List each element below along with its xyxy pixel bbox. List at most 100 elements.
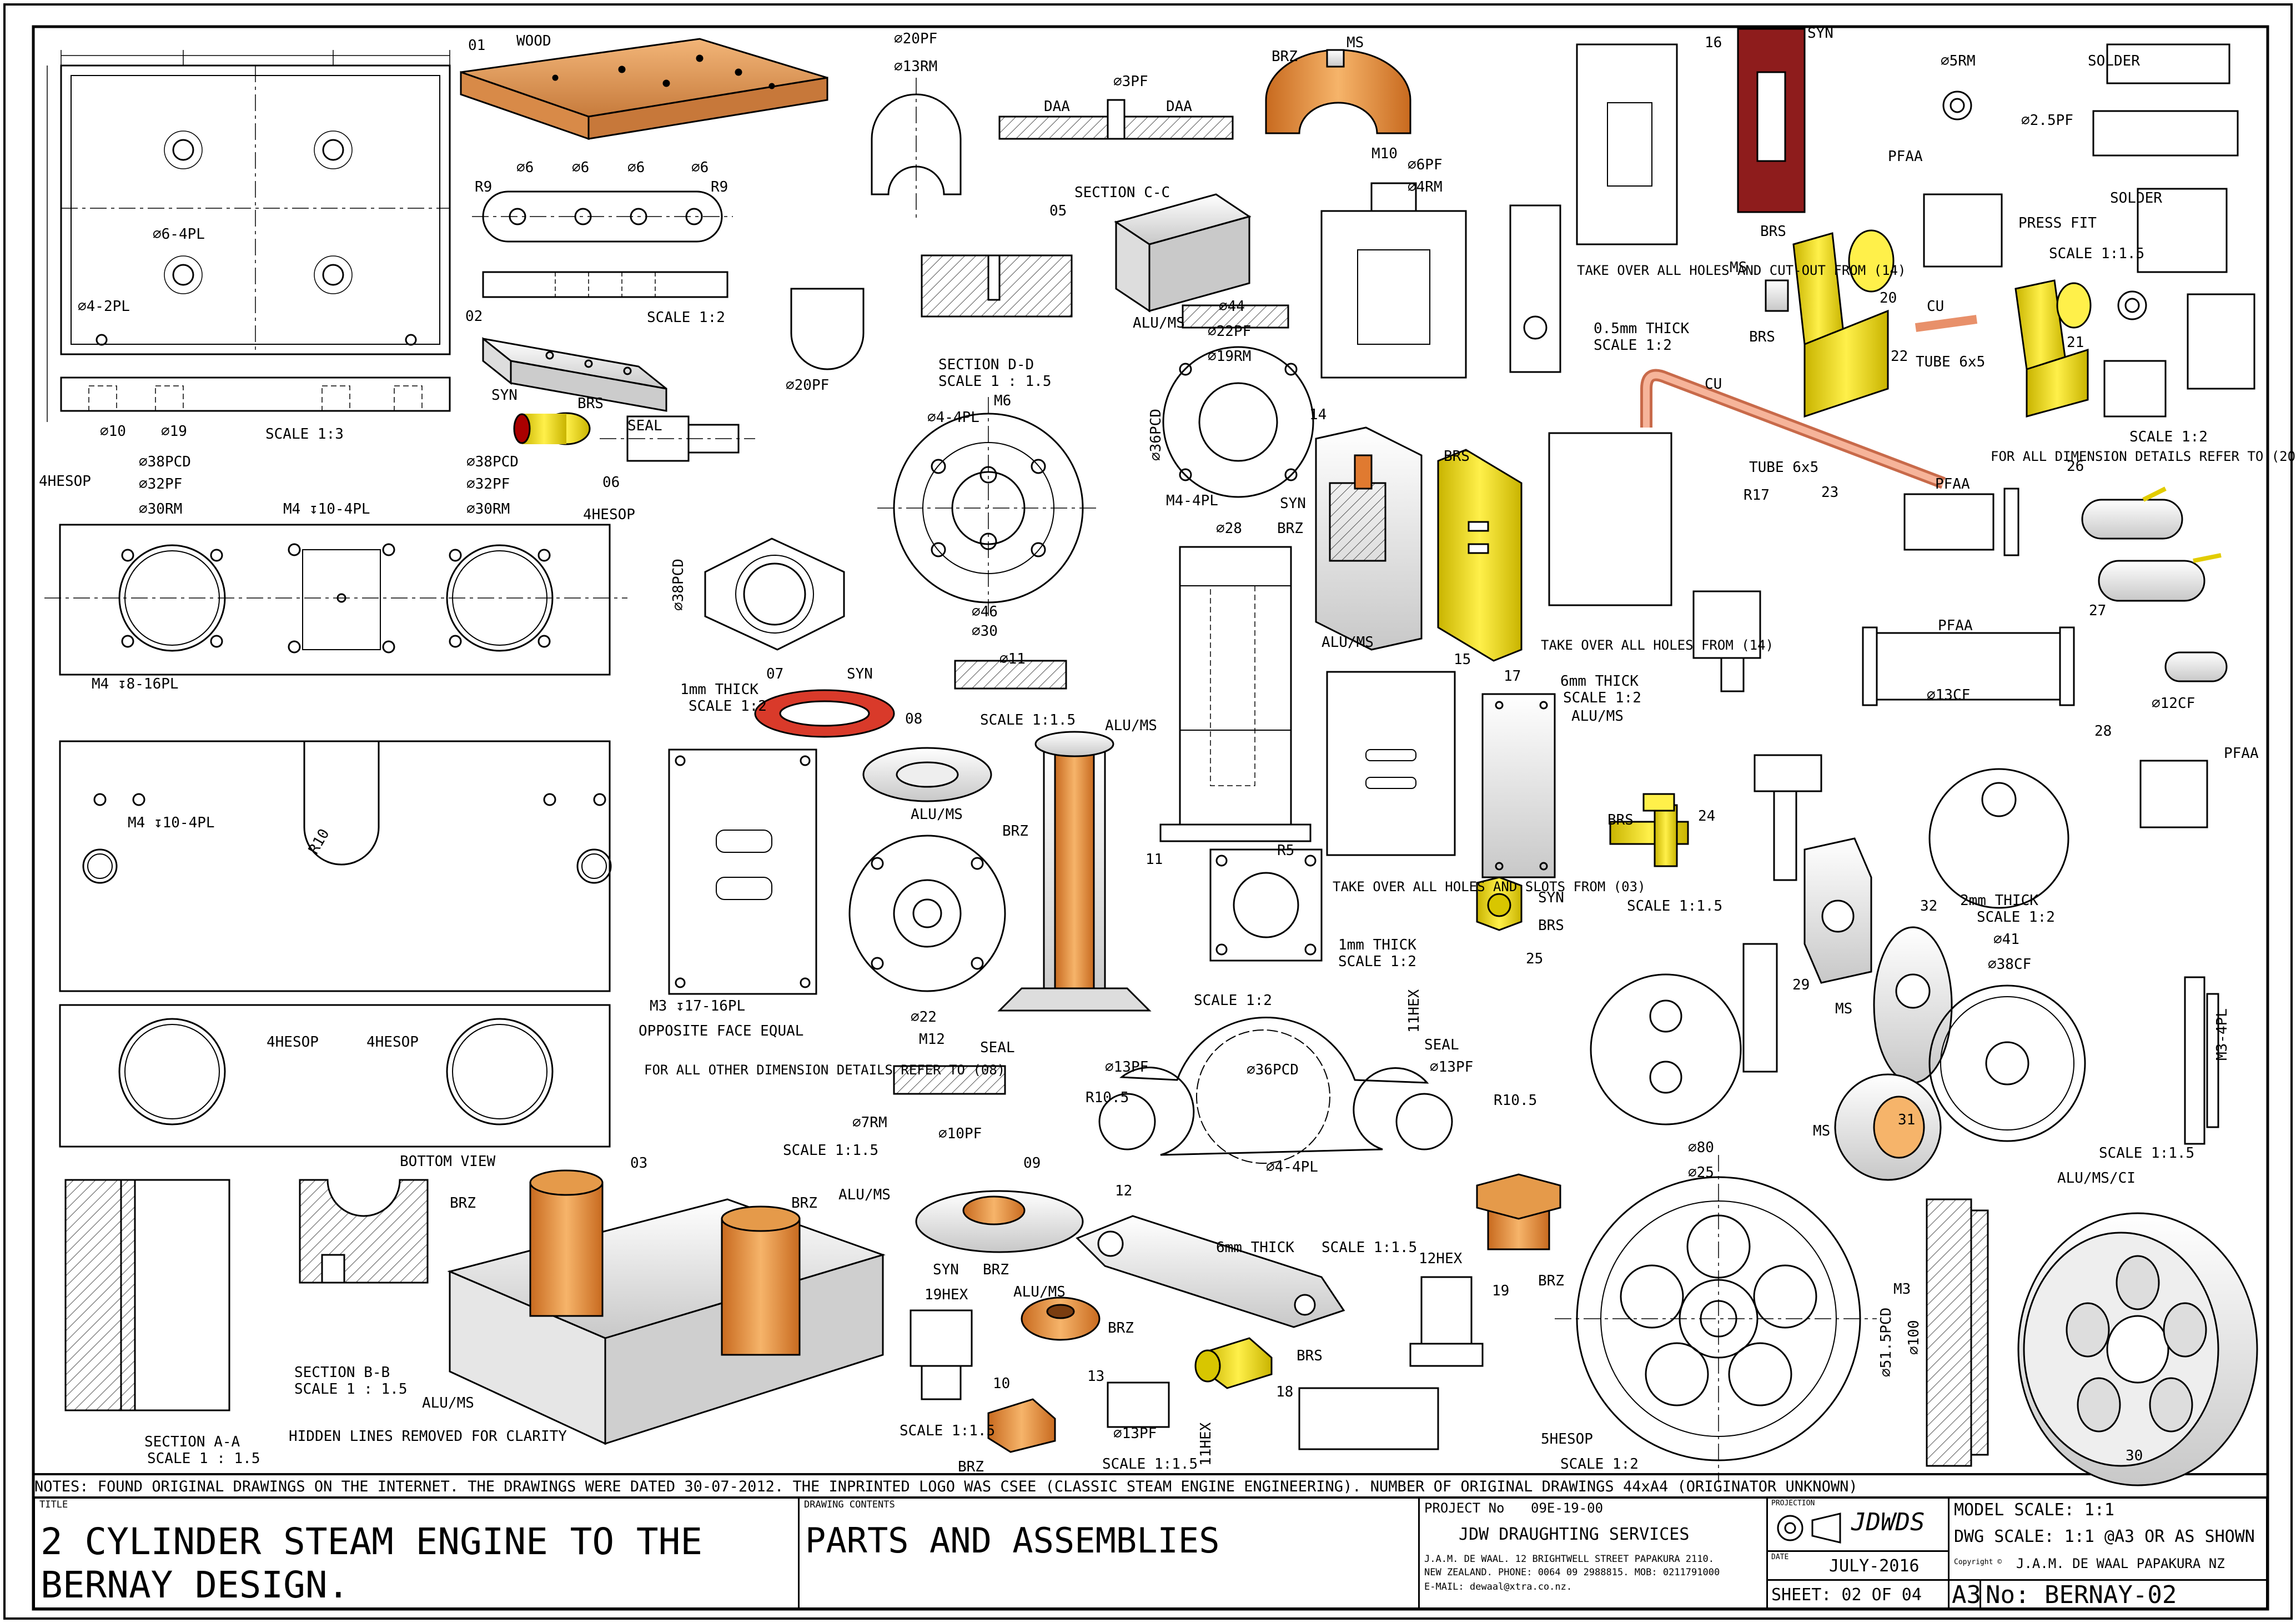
eccentric-side bbox=[1742, 943, 2219, 1145]
label-p13: 13 bbox=[1087, 1368, 1104, 1385]
label-sc115g: SCALE 1:1.5 bbox=[1322, 1239, 1417, 1256]
label-sc115c: SCALE 1:1.5 bbox=[980, 712, 1076, 728]
label-brz03b: BRZ bbox=[791, 1195, 817, 1212]
email: E-MAIL: dewaal@xtra.co.nz. bbox=[1424, 1581, 1572, 1592]
label-opposite: OPPOSITE FACE EQUAL bbox=[639, 1023, 803, 1039]
label-r9a: R9 bbox=[475, 179, 492, 195]
label-d6-4pl: ∅6-4PL bbox=[153, 226, 205, 243]
model-scale: MODEL SCALE: 1:1 bbox=[1954, 1500, 2114, 1520]
valve-flange-plan bbox=[877, 397, 1099, 619]
label-m3b: M3 bbox=[1893, 1281, 1911, 1298]
label-seal25: SEAL bbox=[1424, 1037, 1459, 1053]
label-syn-nut: SYN bbox=[1538, 890, 1564, 906]
label-d5rm: ∅5RM bbox=[1941, 53, 1976, 69]
label-d10: ∅10 bbox=[100, 423, 126, 440]
label-m4-8: M4 ↧8-16PL bbox=[92, 676, 179, 692]
connecting-rod-iso bbox=[1076, 1215, 1345, 1328]
label-takeover3: TAKE OVER ALL HOLES AND SLOTS FROM (03) bbox=[1333, 879, 1646, 895]
brass-fitting-13 bbox=[1194, 1337, 1273, 1389]
paper-size: A3 bbox=[1952, 1581, 1981, 1609]
label-d13cf: ∅13CF bbox=[1927, 687, 1970, 704]
label-sc12a: SCALE 1:2 bbox=[647, 309, 725, 326]
fitting-18-plan bbox=[910, 1276, 1484, 1450]
label-hex19: 19HEX bbox=[925, 1287, 968, 1303]
label-thick1b: 1mm THICK bbox=[1338, 937, 1416, 953]
label-r10-5a: R10.5 bbox=[1086, 1089, 1129, 1106]
label-p06: 06 bbox=[602, 474, 620, 491]
label-p09: 09 bbox=[1023, 1155, 1041, 1172]
base-plate-side bbox=[60, 376, 451, 412]
label-d13pf2: ∅13PF bbox=[1430, 1059, 1473, 1076]
label-syn09: SYN bbox=[933, 1262, 959, 1278]
valve-chest-section-iso bbox=[1315, 426, 1423, 651]
label-hesop4: 4HESOP bbox=[366, 1034, 419, 1051]
label-bottom: BOTTOM VIEW bbox=[400, 1153, 496, 1170]
outer-border bbox=[3, 3, 2293, 1620]
projection-label: PROJECTION bbox=[1771, 1499, 1815, 1508]
label-d80: ∅80 bbox=[1688, 1139, 1714, 1156]
label-secBB: SECTION B-B bbox=[294, 1364, 390, 1381]
label-alums-cyl: ALU/MS bbox=[911, 806, 963, 823]
label-d100: ∅100 bbox=[1906, 1320, 1922, 1355]
label-alums03: ALU/MS bbox=[422, 1395, 474, 1411]
label-d32pf2: ∅32PF bbox=[466, 476, 510, 493]
flange-small bbox=[704, 537, 845, 651]
base-plate-plan bbox=[47, 50, 451, 422]
label-p28: 28 bbox=[2094, 723, 2112, 740]
bracket-20-views bbox=[1923, 43, 2255, 418]
label-secDD: SECTION D-D bbox=[938, 356, 1034, 373]
crosshead-iso bbox=[1114, 193, 1252, 313]
label-thick6: 6mm THICK bbox=[1560, 673, 1639, 690]
label-sc115i: SCALE 1 : 1.5 bbox=[294, 1381, 408, 1398]
label-pfaa1: PFAA bbox=[1888, 148, 1923, 165]
tee-fitting-plan bbox=[1692, 590, 1822, 881]
label-alums12: ALU/MS bbox=[1013, 1284, 1066, 1300]
label-m10: M10 bbox=[1371, 145, 1398, 162]
pivot-bar-iso bbox=[482, 336, 667, 412]
flange-plan-08 bbox=[848, 835, 1006, 992]
label-ms1: MS bbox=[1730, 259, 1747, 276]
label-syn07: SYN bbox=[847, 666, 873, 682]
label-brz19: BRZ bbox=[1538, 1273, 1564, 1289]
label-d13pf3: ∅13PF bbox=[1113, 1425, 1157, 1442]
label-p30: 30 bbox=[2126, 1448, 2143, 1464]
label-p02: 02 bbox=[465, 308, 483, 325]
label-thick05: 0.5mm THICK bbox=[1594, 320, 1690, 337]
label-cu1: CU bbox=[1927, 298, 1944, 315]
label-d6c: ∅6 bbox=[627, 159, 645, 176]
label-r5: R5 bbox=[1277, 842, 1294, 859]
label-p17: 17 bbox=[1504, 668, 1521, 685]
label-alums1: ALU/MS bbox=[1133, 315, 1185, 331]
label-brz-cyl: BRZ bbox=[1002, 823, 1028, 840]
flywheel-section bbox=[1926, 1198, 1989, 1467]
label-brs06: BRS bbox=[577, 395, 604, 412]
label-sc12h: SCALE 1:2 bbox=[1977, 909, 2055, 926]
flywheel-plan bbox=[1555, 1155, 1877, 1483]
label-alums09: ALU/MS bbox=[838, 1187, 891, 1203]
drawing-scale: DWG SCALE: 1:1 @A3 OR AS SHOWN bbox=[1954, 1527, 2255, 1546]
label-secCC: SECTION C-C bbox=[1074, 184, 1170, 201]
label-p16: 16 bbox=[1705, 34, 1722, 51]
company-cell: PROJECT No 09E-19-00 JDW DRAUGHTING SERV… bbox=[1418, 1496, 1768, 1609]
section-dd bbox=[921, 254, 1073, 318]
label-ms31: MS bbox=[1813, 1123, 1830, 1139]
label-d30: ∅30 bbox=[972, 623, 998, 640]
cylinder-block-iso bbox=[447, 1169, 886, 1445]
label-m12: M12 bbox=[919, 1031, 945, 1048]
label-p07: 07 bbox=[766, 666, 783, 682]
copper-tubes bbox=[1640, 315, 1978, 489]
label-d6a: ∅6 bbox=[516, 159, 534, 176]
date-cell: DATE JULY-2016 bbox=[1766, 1550, 1950, 1581]
label-sc115a: SCALE 1 : 1.5 bbox=[938, 373, 1052, 390]
flange-11 bbox=[1209, 848, 1323, 962]
address-line-1: J.A.M. DE WAAL. 12 BRIGHTWELL STREET PAP… bbox=[1424, 1554, 1714, 1565]
label-d7rm: ∅7RM bbox=[852, 1114, 887, 1131]
bearing-cap-iso bbox=[1265, 49, 1411, 134]
label-d20pf2: ∅20PF bbox=[786, 377, 829, 394]
label-d19rm: ∅19RM bbox=[1208, 348, 1251, 365]
label-syn16: SYN bbox=[1807, 25, 1833, 42]
cylinder-block-side bbox=[59, 740, 612, 992]
label-d36pcd: ∅36PCD bbox=[1148, 409, 1164, 461]
label-p11: 11 bbox=[1146, 851, 1163, 868]
project-label: PROJECT No bbox=[1424, 1500, 1505, 1516]
